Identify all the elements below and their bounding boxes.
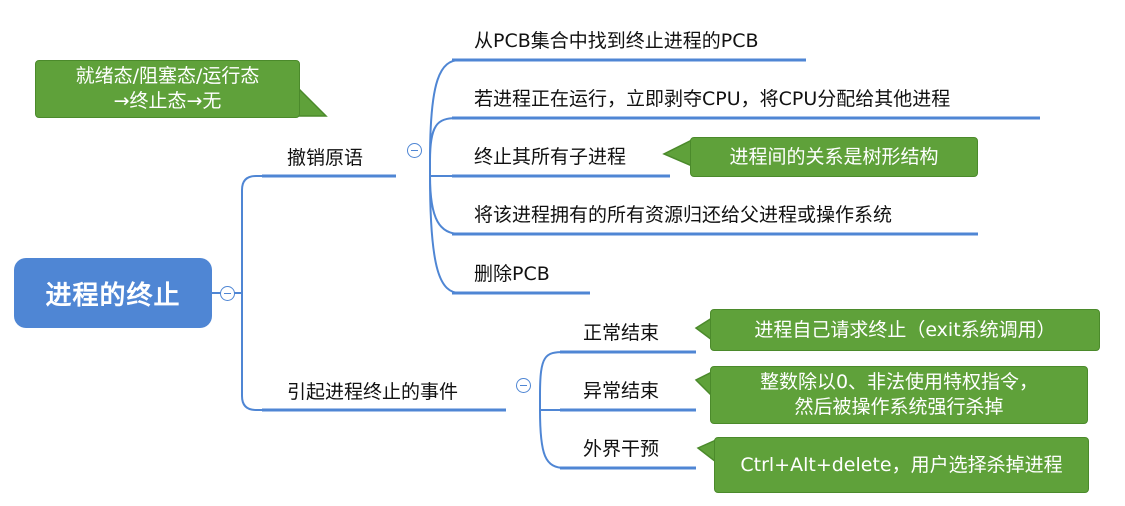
note-state-transition: 就绪态/阻塞态/运行态 →终止态→无 <box>35 60 300 118</box>
note-tree-structure: 进程间的关系是树形结构 <box>690 137 978 177</box>
note-external-text: Ctrl+Alt+delete，用户选择杀掉进程 <box>740 453 1063 476</box>
revoke-step-4[interactable]: 将该进程拥有的所有资源归还给父进程或操作系统 <box>474 204 893 226</box>
note-abnormal-line-2: 然后被操作系统强行杀掉 <box>794 396 1004 418</box>
note-normal-text: 进程自己请求终止（exit系统调用） <box>754 318 1056 341</box>
note-abnormal-end: 整数除以0、非法使用特权指令， 然后被操作系统强行杀掉 <box>710 366 1088 424</box>
event-normal-end[interactable]: 正常结束 <box>583 322 660 344</box>
note-external-intervention: Ctrl+Alt+delete，用户选择杀掉进程 <box>714 437 1089 493</box>
revoke-step-3[interactable]: 终止其所有子进程 <box>474 146 627 168</box>
collapse-icon[interactable] <box>407 143 422 158</box>
connector-events-child-3 <box>539 409 566 469</box>
note-state-line-1: 就绪态/阻塞态/运行态 <box>75 65 260 87</box>
revoke-step-5[interactable]: 删除PCB <box>474 263 550 285</box>
connector-root-revoke <box>212 175 270 294</box>
callout-pointer-state <box>295 84 328 117</box>
note-normal-end: 进程自己请求终止（exit系统调用） <box>710 309 1100 351</box>
connector-events-child-1 <box>539 351 566 396</box>
root-node[interactable]: 进程的终止 <box>14 258 212 328</box>
branch-revoke-primitive[interactable]: 撤销原语 <box>287 147 364 169</box>
revoke-step-1[interactable]: 从PCB集合中找到终止进程的PCB <box>474 30 759 52</box>
note-state-line-2: →终止态→无 <box>113 90 222 112</box>
event-abnormal-end[interactable]: 异常结束 <box>583 380 660 402</box>
connector-root-events <box>241 293 270 411</box>
note-abnormal-line-1: 整数除以0、非法使用特权指令， <box>759 371 1039 393</box>
callout-pointer-child <box>662 138 693 168</box>
collapse-icon[interactable] <box>516 378 531 393</box>
event-external-intervention[interactable]: 外界干预 <box>583 438 660 460</box>
note-tree-text: 进程间的关系是树形结构 <box>729 145 939 168</box>
branch-termination-events[interactable]: 引起进程终止的事件 <box>287 381 459 403</box>
collapse-icon[interactable] <box>220 286 235 301</box>
revoke-step-2[interactable]: 若进程正在运行，立即剥夺CPU，将CPU分配给其他进程 <box>474 88 951 110</box>
